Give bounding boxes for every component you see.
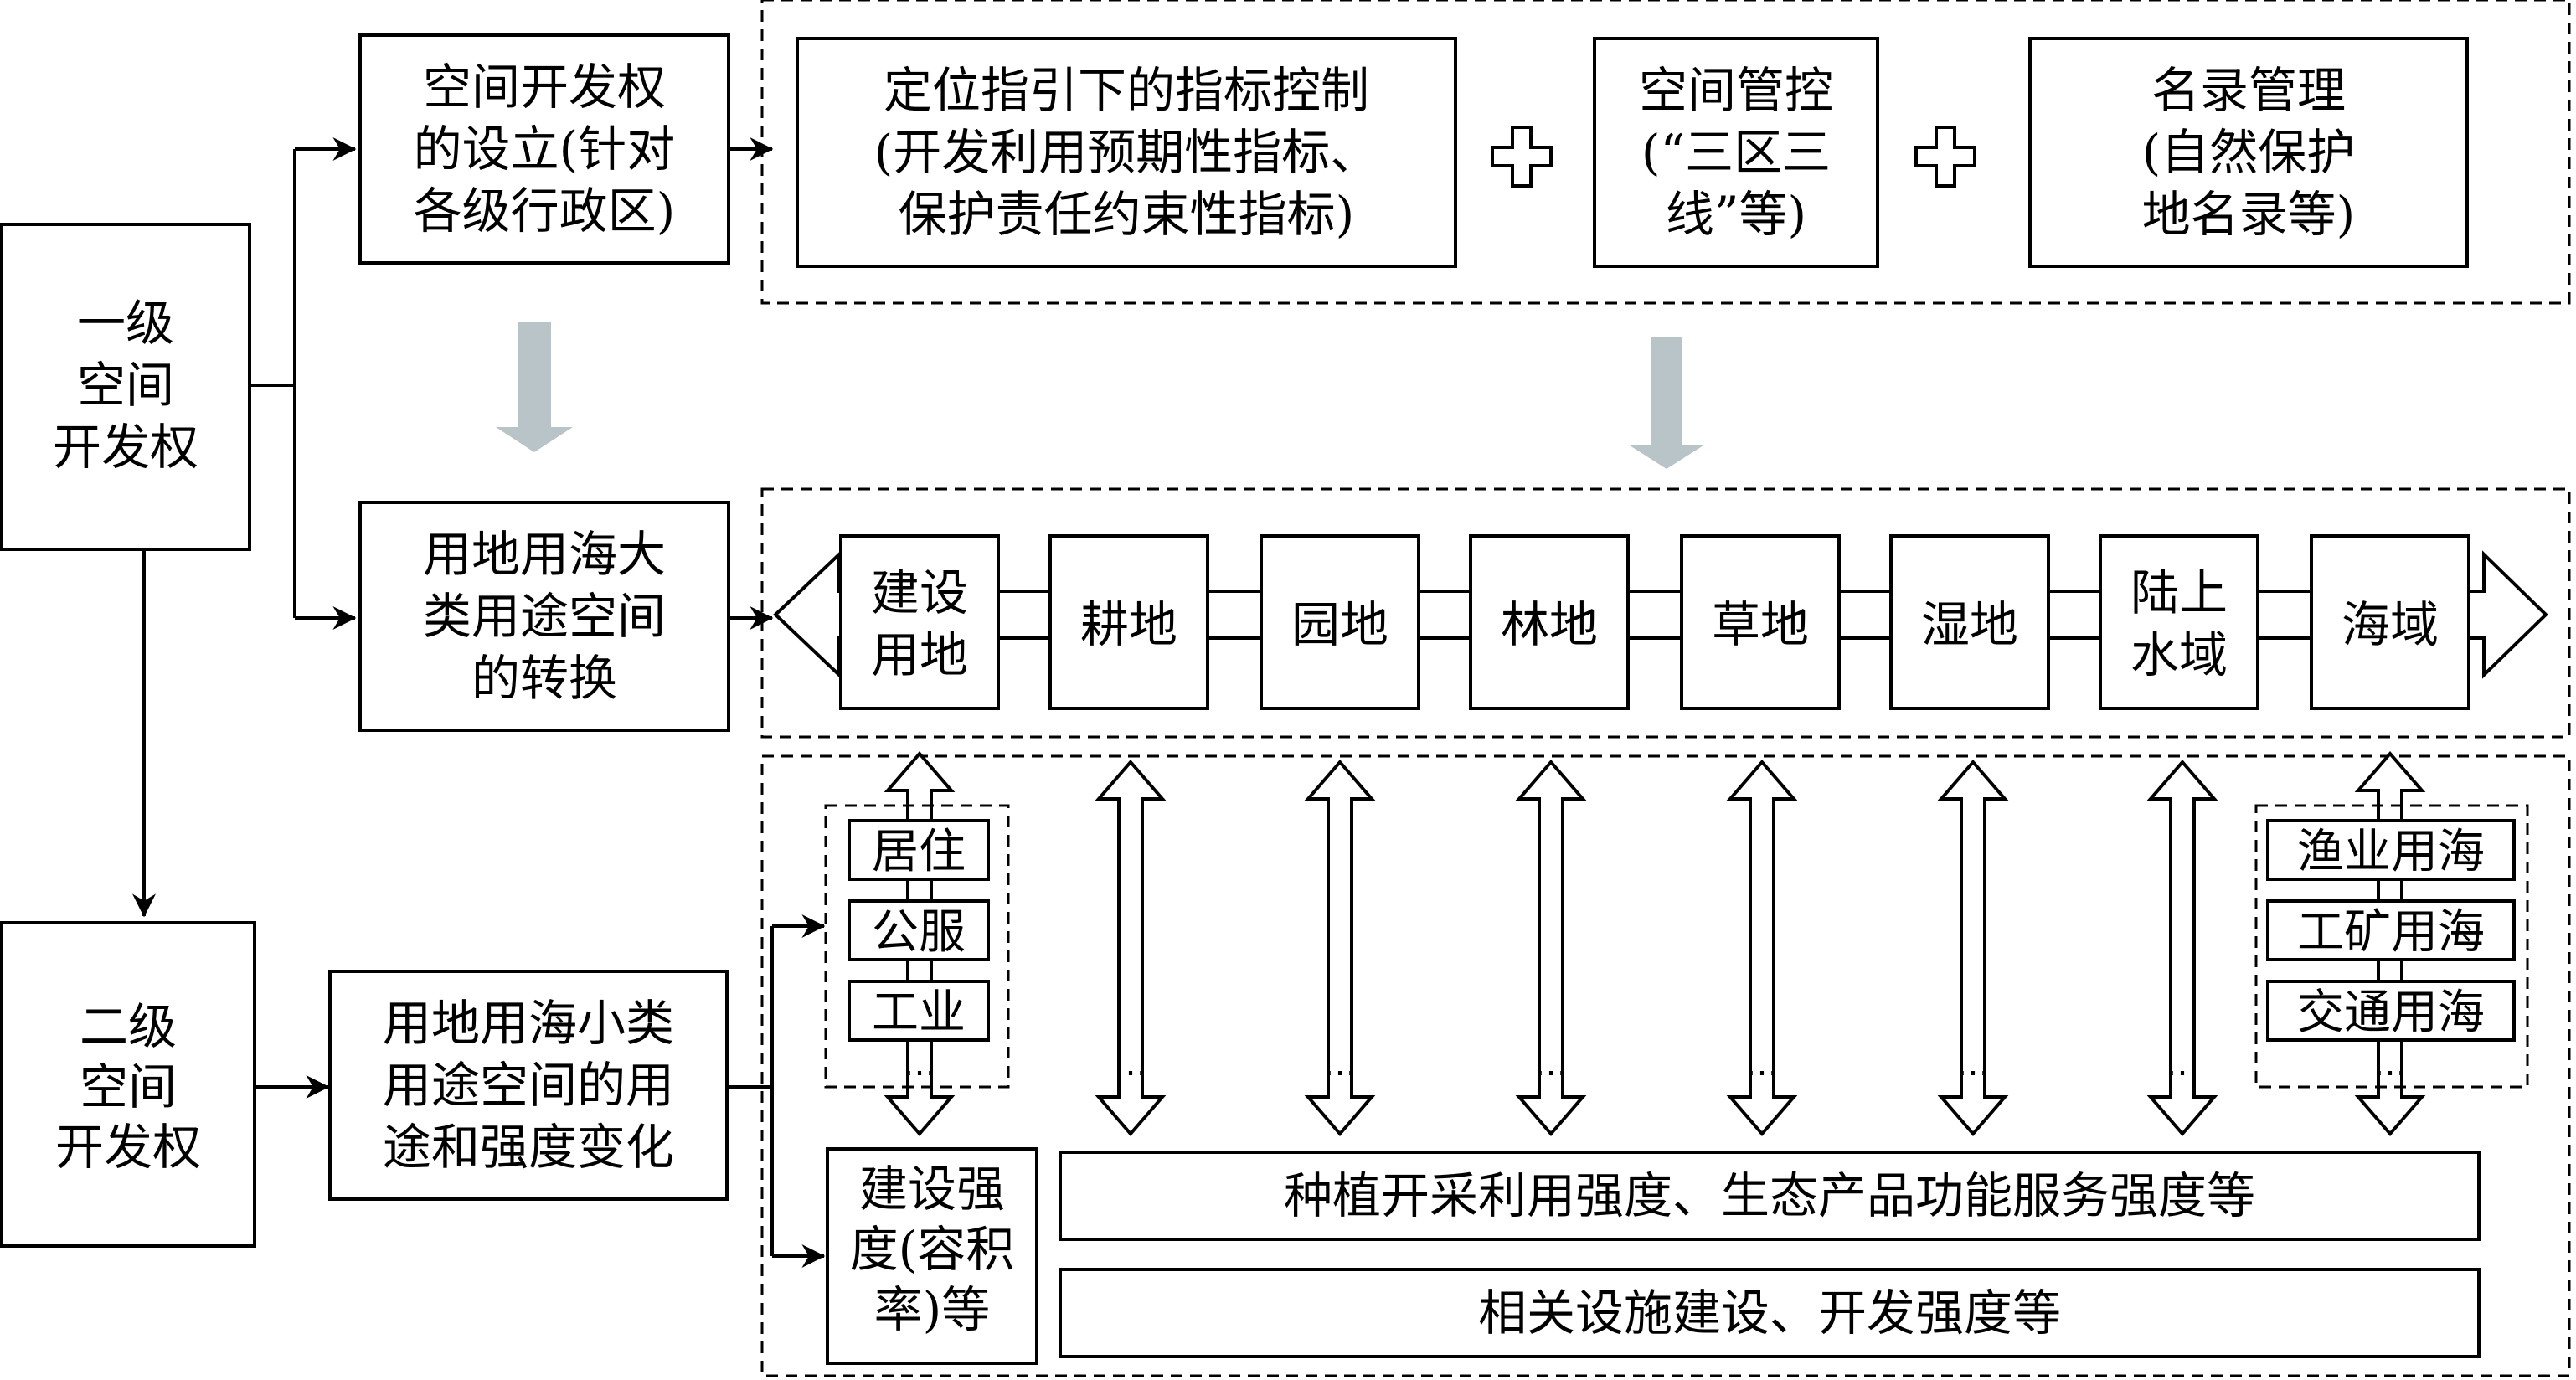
ellipsis-5: … [1745,1045,1779,1084]
construction-intensity-box: 建设强 度(容积 率)等 [826,1147,1038,1365]
establishment-line2: 的设立(针对 [414,121,676,178]
construction-intensity-line2: 度(容积 [850,1221,1015,1278]
level2-line1: 二级 [80,998,177,1055]
index-control-line1: 定位指引下的指标控制 [884,62,1369,119]
ellipsis-3: … [1323,1045,1357,1084]
level1-branch-connector [250,137,357,630]
construction-intensity-line3: 率)等 [874,1281,991,1338]
gray-down-arrow-left [496,322,573,452]
plus-icon-1 [1491,126,1553,188]
land-category-forest-label: 林地 [1501,596,1598,653]
minor-change-line1: 用地用海小类 [383,995,674,1052]
space-control-box: 空间管控 (“三区三 线”等) [1593,37,1879,268]
subtype-residential: 居住 [848,819,990,881]
vertical-double-arrows: … … … … … … … … [884,750,2426,1137]
list-management-line3: 地名录等) [2142,186,2356,243]
land-category-forest: 林地 [1469,534,1630,710]
subtype-industrial: 工业 [848,980,990,1042]
vertical-double-arrow-6 [1937,759,2009,1137]
ellipsis-4: … [1534,1045,1568,1084]
index-control-line3: 保护责任约束性指标) [899,186,1355,243]
vertical-double-arrow-5 [1726,759,1798,1137]
planting-intensity-box: 种植开采利用强度、生态产品功能服务强度等 [1059,1151,2481,1241]
list-management-line1: 名录管理 [2151,62,2346,119]
ellipsis-7: … [2166,1045,2199,1084]
minor-change-line2: 用途空间的用 [383,1057,674,1114]
ellipsis-8: … [2373,1045,2407,1084]
level1-line2: 空间 [77,357,174,414]
index-control-box: 定位指引下的指标控制 (开发利用预期性指标、 保护责任约束性指标) [796,37,1457,268]
land-category-sea-label: 海域 [2342,596,2439,653]
land-category-construction: 建设 用地 [839,534,1000,710]
subtype-public-service-label: 公服 [872,905,966,960]
ellipsis-1: … [903,1045,936,1084]
vertical-double-arrow-7 [2146,759,2218,1137]
major-conversion-line1: 用地用海大 [423,526,666,583]
vertical-double-arrow-2 [1095,759,1167,1137]
land-category-cultivated: 耕地 [1048,534,1209,710]
land-category-sea: 海域 [2310,534,2470,710]
major-category-region [760,487,2571,739]
land-category-construction-line1: 建设 [871,564,968,621]
facility-intensity-label: 相关设施建设、开发强度等 [1478,1285,2061,1341]
major-conversion-box: 用地用海大 类用途空间 的转换 [358,501,730,732]
category-double-arrow [773,550,2548,679]
level2-line3: 开发权 [55,1119,201,1176]
land-category-grassland-label: 草地 [1712,596,1809,653]
ellipsis-6: … [1956,1045,1990,1084]
land-category-cultivated-label: 耕地 [1080,596,1177,653]
plus-icon-2 [1914,126,1976,188]
construction-intensity-line1: 建设强 [859,1161,1005,1218]
land-category-garden-label: 园地 [1291,596,1388,653]
level1-line3: 开发权 [53,419,198,476]
establishment-box: 空间开发权 的设立(针对 各级行政区) [358,33,730,265]
land-category-wetland-label: 湿地 [1921,596,2018,653]
level1-line1: 一级 [77,295,174,352]
vertical-double-arrow-3 [1304,759,1376,1137]
subtype-mining-sea-label: 工矿用海 [2297,905,2485,960]
ellipsis-2: … [1114,1045,1147,1084]
subtype-residential-label: 居住 [872,825,966,879]
subtype-transport-sea-label: 交通用海 [2297,986,2485,1040]
establishment-line1: 空间开发权 [423,59,666,116]
land-category-wetland: 湿地 [1889,534,2050,710]
sea-subtype-group [2254,804,2529,1089]
index-control-line2: (开发利用预期性指标、 [874,124,1379,181]
space-control-line3: 线”等) [1666,186,1806,243]
subtype-public-service: 公服 [848,899,990,961]
major-conversion-line3: 的转换 [471,650,617,707]
minor-change-line3: 途和强度变化 [383,1119,674,1176]
level2-line2: 空间 [80,1058,177,1115]
land-category-land-water: 陆上 水域 [2099,534,2259,710]
land-category-land-water-line1: 陆上 [2130,564,2228,621]
list-management-line2: (自然保护 [2142,124,2356,181]
major-conversion-line2: 类用途空间 [423,588,666,645]
facility-intensity-box: 相关设施建设、开发强度等 [1059,1268,2481,1358]
subtype-mining-sea: 工矿用海 [2266,899,2516,961]
land-category-land-water-line2: 水域 [2130,626,2228,683]
list-management-box: 名录管理 (自然保护 地名录等) [2028,37,2469,268]
minor-change-box: 用地用海小类 用途空间的用 途和强度变化 [328,970,729,1201]
land-category-construction-line2: 用地 [871,626,968,683]
space-control-line2: (“三区三 [1641,124,1831,181]
subtype-transport-sea: 交通用海 [2266,980,2516,1042]
subtype-fishery-sea: 渔业用海 [2266,819,2516,881]
subtype-industrial-label: 工业 [872,986,966,1040]
gray-down-arrow-right [1630,337,1703,469]
land-category-grassland: 草地 [1680,534,1841,710]
land-category-garden: 园地 [1260,534,1420,710]
subtype-fishery-sea-label: 渔业用海 [2297,825,2485,879]
level2-development-right-box: 二级 空间 开发权 [0,921,256,1248]
vertical-double-arrow-4 [1515,759,1587,1137]
planting-intensity-label: 种植开采利用强度、生态产品功能服务强度等 [1284,1167,2255,1224]
space-control-line1: 空间管控 [1639,62,1833,119]
level1-development-right-box: 一级 空间 开发权 [0,223,251,551]
establishment-line3: 各级行政区) [414,183,676,239]
minor-change-branch-connector [727,914,826,1268]
